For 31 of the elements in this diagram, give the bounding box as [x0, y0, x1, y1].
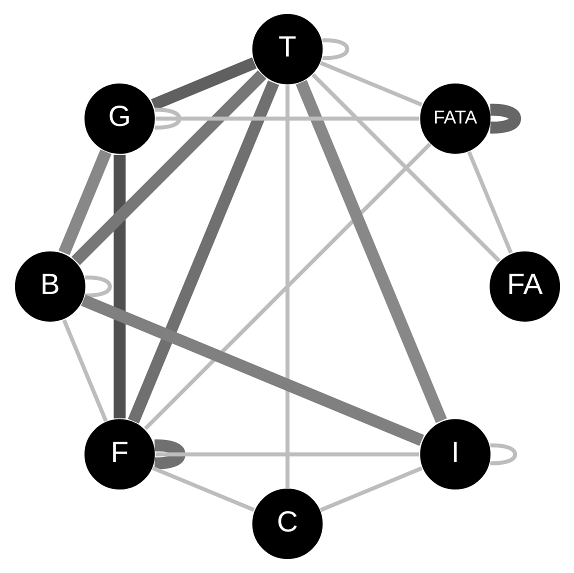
- connector: [490, 443, 517, 466]
- node-circle: FA: [488, 250, 561, 324]
- connector: [319, 466, 422, 512]
- connector: [285, 85, 289, 488]
- connector: [84, 276, 112, 298]
- connector: [71, 70, 266, 266]
- connector: [150, 57, 256, 110]
- connector: [154, 108, 181, 130]
- connector: [466, 151, 512, 254]
- connector: [295, 80, 446, 423]
- connector: [322, 38, 349, 60]
- connector: [152, 466, 254, 512]
- connector: [58, 150, 111, 256]
- connector: [319, 61, 422, 107]
- connector: [155, 116, 419, 121]
- connector: [127, 80, 279, 424]
- node-circle: FATA: [418, 82, 492, 156]
- connector: [154, 439, 185, 470]
- node-circle: I: [418, 418, 492, 491]
- node-circle: G: [82, 82, 156, 156]
- node-circle: T: [250, 12, 324, 86]
- connector: [490, 104, 521, 134]
- connector: [155, 452, 419, 456]
- connector: [113, 154, 126, 418]
- connector: [144, 142, 431, 430]
- connector: [310, 73, 500, 262]
- node-circle: C: [250, 487, 324, 560]
- connector: [62, 319, 108, 422]
- node-circle: B: [13, 250, 86, 324]
- node-circle: F: [82, 418, 156, 491]
- connector: [80, 294, 424, 446]
